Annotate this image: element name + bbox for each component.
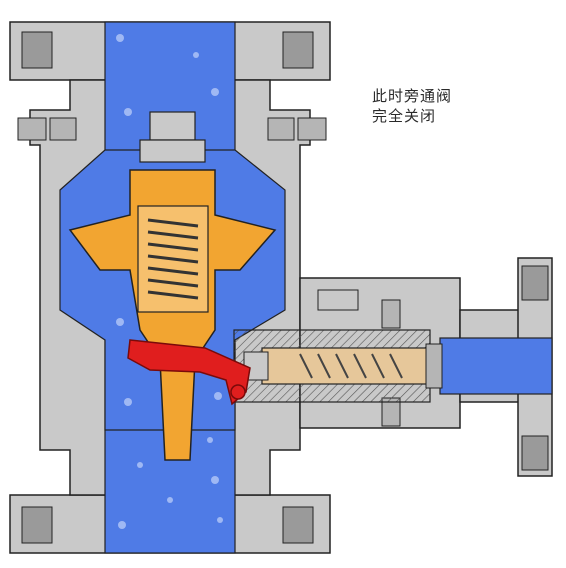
fluid-bubbles (105, 34, 223, 529)
annotation-line-1: 此时旁通阀 (372, 87, 453, 105)
bypass-passage (439, 337, 553, 395)
valve-cap (139, 111, 206, 163)
annotation-text: 此时旁通阀 完全关闭 (372, 86, 452, 126)
body-bolts (17, 117, 327, 141)
linkage-lever (127, 339, 251, 406)
check-disc (68, 169, 277, 461)
bypass-spool (243, 343, 443, 389)
spring (147, 218, 199, 300)
annotation-line-2: 完全关闭 (372, 107, 437, 125)
